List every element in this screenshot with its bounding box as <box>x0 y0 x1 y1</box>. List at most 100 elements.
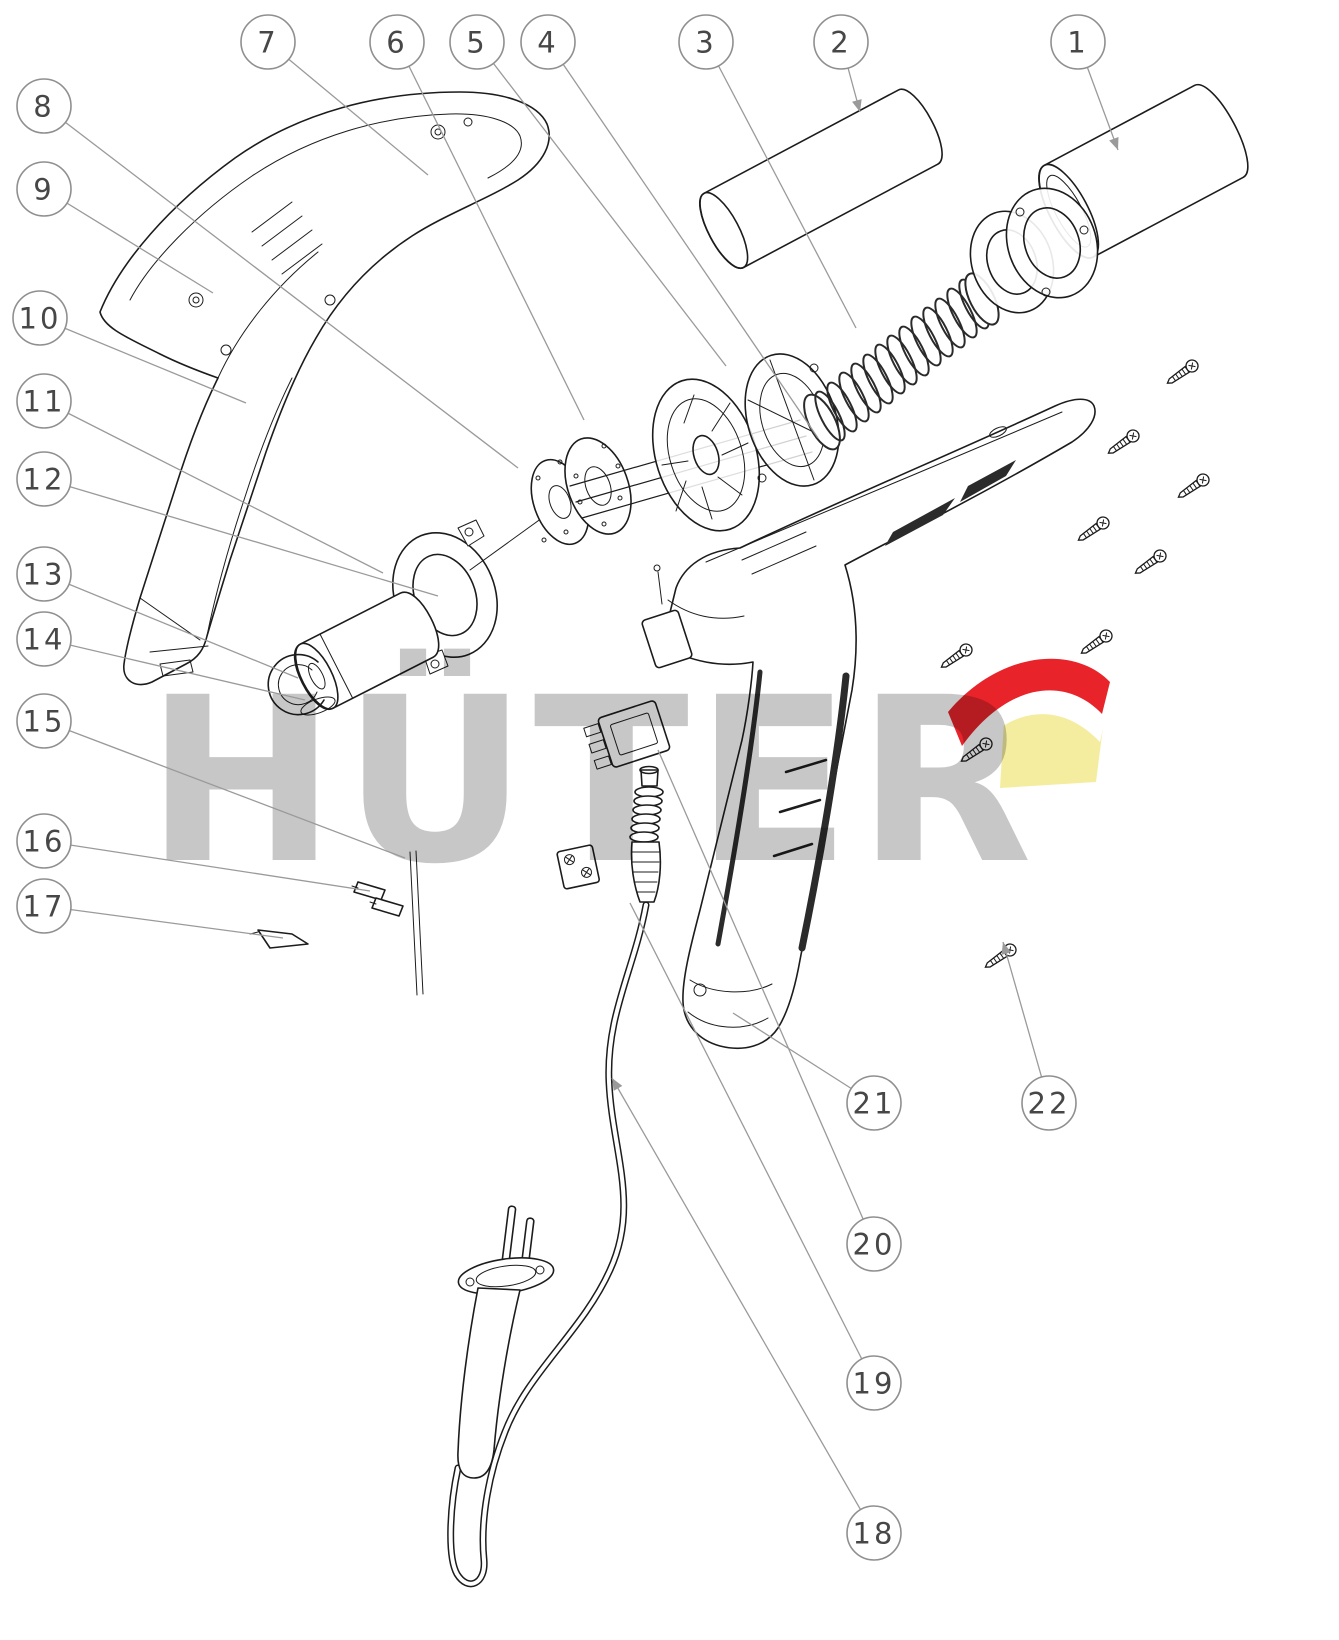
balloon-number-21: 21 <box>853 1086 896 1120</box>
balloon-number-20: 20 <box>853 1227 896 1261</box>
balloon-number-22: 22 <box>1028 1086 1071 1120</box>
leader-line-11 <box>43 400 384 574</box>
leader-line-4 <box>547 41 819 439</box>
leader-line-20 <box>657 749 875 1245</box>
balloon-number-18: 18 <box>853 1516 896 1550</box>
balloon-21 <box>846 1075 902 1131</box>
balloon-number-15: 15 <box>23 704 66 738</box>
part-heater-frame <box>744 353 840 487</box>
part-switch <box>583 700 671 770</box>
leader-line-3 <box>705 41 857 329</box>
leader-line-6 <box>396 41 585 421</box>
leader-line-16 <box>43 840 371 892</box>
balloon-18 <box>846 1505 902 1561</box>
leader-line-15 <box>43 720 406 859</box>
part-screw-8 <box>960 737 993 762</box>
balloon-number-4: 4 <box>537 25 558 59</box>
part-insulator-discs <box>469 437 632 571</box>
leader-line-12 <box>43 478 439 597</box>
balloon-number-19: 19 <box>853 1366 896 1400</box>
balloon-4 <box>520 14 576 70</box>
balloon-number-10: 10 <box>19 301 62 335</box>
leader-line-14 <box>43 638 306 701</box>
balloon-20 <box>846 1216 902 1272</box>
part-screw-1 <box>1166 359 1199 384</box>
leader-line-19 <box>629 902 875 1384</box>
leader-line-9 <box>43 188 214 294</box>
leader-arrow-22 <box>1001 942 1012 955</box>
balloon-7 <box>240 14 296 70</box>
balloon-number-7: 7 <box>257 25 278 59</box>
leader-line-5 <box>476 41 727 367</box>
leader-line-17 <box>43 905 284 939</box>
balloon-19 <box>846 1355 902 1411</box>
balloon-number-5: 5 <box>466 25 487 59</box>
balloon-number-3: 3 <box>695 25 716 59</box>
balloon-number-17: 17 <box>23 889 66 923</box>
leader-line-13 <box>43 573 299 679</box>
balloon-3 <box>678 14 734 70</box>
balloon-6 <box>369 14 425 70</box>
leader-line-7 <box>267 41 429 176</box>
balloon-number-13: 13 <box>23 557 66 591</box>
balloon-16 <box>16 813 72 869</box>
leader-line-8 <box>43 105 519 469</box>
balloon-number-11: 11 <box>23 384 66 418</box>
balloon-number-8: 8 <box>33 89 54 123</box>
watermark-text: HÜTER <box>146 648 1039 914</box>
part-screw-9 <box>984 943 1017 968</box>
part-terminal-lug <box>249 929 309 949</box>
part-motor <box>293 591 440 710</box>
part-inner-tube <box>699 88 943 270</box>
part-fan <box>651 378 761 532</box>
leader-arrow-2 <box>852 99 862 112</box>
balloon-5 <box>449 14 505 70</box>
screws-layer <box>940 359 1210 968</box>
balloon-15 <box>16 693 72 749</box>
part-lead-rod <box>409 850 424 996</box>
balloon-12 <box>16 451 72 507</box>
leader-line-21 <box>732 1012 875 1104</box>
exploded-drawing <box>99 83 1249 1588</box>
part-plug <box>457 1205 555 1479</box>
part-flange-rings <box>969 187 1099 314</box>
balloon-9 <box>16 161 72 217</box>
part-screw-3 <box>1177 473 1210 498</box>
balloon-11 <box>16 373 72 429</box>
leader-line-10 <box>39 317 247 404</box>
leader-arrow-18 <box>612 1078 623 1091</box>
balloon-number-2: 2 <box>830 25 851 59</box>
part-cord-clamp <box>556 844 601 890</box>
balloon-10 <box>12 290 68 346</box>
part-cord-grommet <box>629 765 664 903</box>
part-screw-5 <box>1134 549 1167 574</box>
balloon-number-12: 12 <box>23 462 66 496</box>
balloon-number-16: 16 <box>23 824 66 858</box>
balloon-14 <box>16 611 72 667</box>
part-screw-4 <box>1077 516 1110 541</box>
balloon-22 <box>1021 1075 1077 1131</box>
balloon-number-1: 1 <box>1067 25 1088 59</box>
flag-red-swoosh <box>948 658 1110 746</box>
balloon-1 <box>1050 14 1106 70</box>
balloon-8 <box>16 78 72 134</box>
part-heating-element <box>803 272 1000 451</box>
leader-line-22 <box>1002 941 1050 1104</box>
balloon-number-9: 9 <box>33 172 54 206</box>
part-screw-7 <box>1080 629 1113 654</box>
part-screw-6 <box>940 643 973 668</box>
part-screw-2 <box>1107 429 1140 454</box>
balloon-number-14: 14 <box>23 622 66 656</box>
part-front-bracket <box>641 564 693 669</box>
part-left-housing <box>99 91 550 686</box>
balloon-17 <box>16 878 72 934</box>
balloon-2 <box>813 14 869 70</box>
watermark-flag <box>948 658 1112 788</box>
part-retaining-clip <box>267 653 336 716</box>
balloon-number-6: 6 <box>386 25 407 59</box>
part-right-housing <box>661 398 1096 1050</box>
balloon-13 <box>16 546 72 602</box>
